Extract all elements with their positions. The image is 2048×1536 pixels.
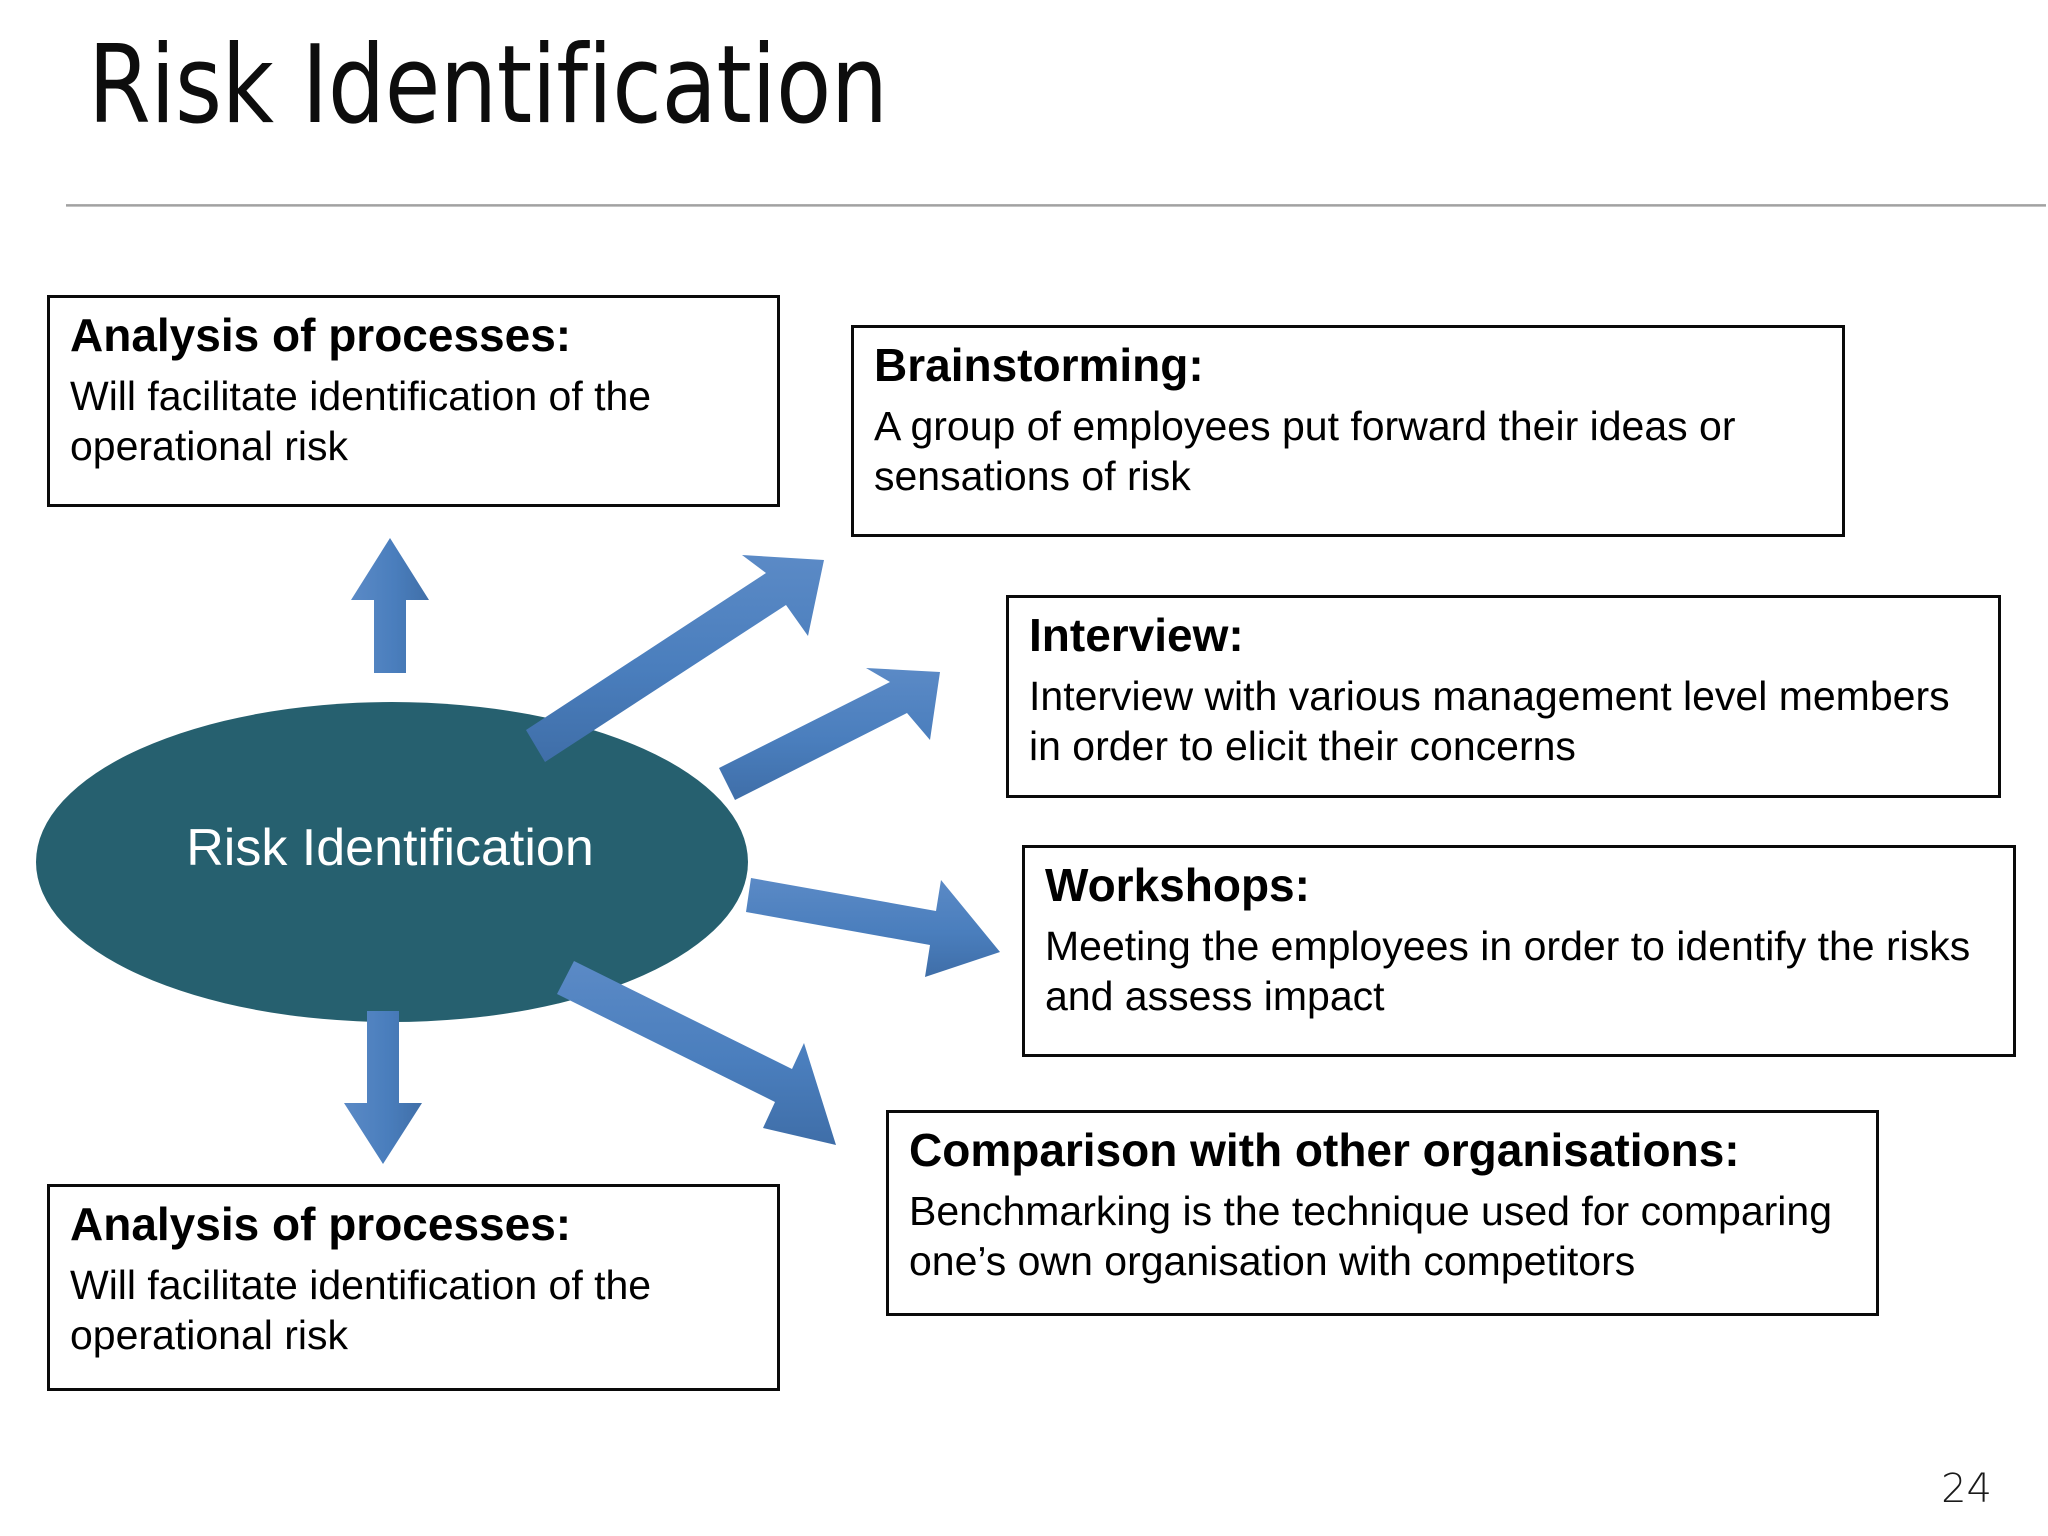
arrow-to-analysis-top [351, 538, 429, 673]
box-body: Meeting the employees in order to identi… [1045, 923, 1971, 1020]
hub-ellipse[interactable] [36, 702, 748, 1022]
box-title: Analysis of processes: [70, 309, 572, 361]
box-body: Interview with various management level … [1029, 673, 1950, 770]
box-title: Analysis of processes: [70, 1198, 572, 1250]
box-title: Interview: [1029, 609, 1244, 661]
arrow-to-comparison [557, 961, 836, 1145]
title-divider [66, 204, 2046, 207]
box-workshops[interactable]: Workshops: Meeting the employees in orde… [1022, 845, 2016, 1057]
arrow-to-analysis-bottom [344, 1011, 422, 1164]
box-body: Will facilitate identification of the op… [70, 373, 652, 470]
arrow-to-brainstorming [526, 555, 824, 762]
box-interview[interactable]: Interview: Interview with various manage… [1006, 595, 2001, 798]
page-title: Risk Identification [88, 23, 888, 148]
page-number: 24 [1941, 1466, 1992, 1512]
box-body: Will facilitate identification of the op… [70, 1262, 652, 1359]
box-body: Benchmarking is the technique used for c… [909, 1188, 1833, 1285]
box-title: Brainstorming: [874, 339, 1204, 391]
box-comparison-with-other-organisations[interactable]: Comparison with other organisations: Ben… [886, 1110, 1879, 1316]
box-body: A group of employees put forward their i… [874, 403, 1736, 500]
box-title: Workshops: [1045, 859, 1310, 911]
box-analysis-of-processes-bottom[interactable]: Analysis of processes: Will facilitate i… [47, 1184, 780, 1391]
box-brainstorming[interactable]: Brainstorming: A group of employees put … [851, 325, 1845, 537]
box-analysis-of-processes-top[interactable]: Analysis of processes: Will facilitate i… [47, 295, 780, 507]
arrow-to-interview [719, 668, 940, 800]
arrow-to-workshops [746, 878, 1000, 977]
box-title: Comparison with other organisations: [909, 1124, 1740, 1176]
